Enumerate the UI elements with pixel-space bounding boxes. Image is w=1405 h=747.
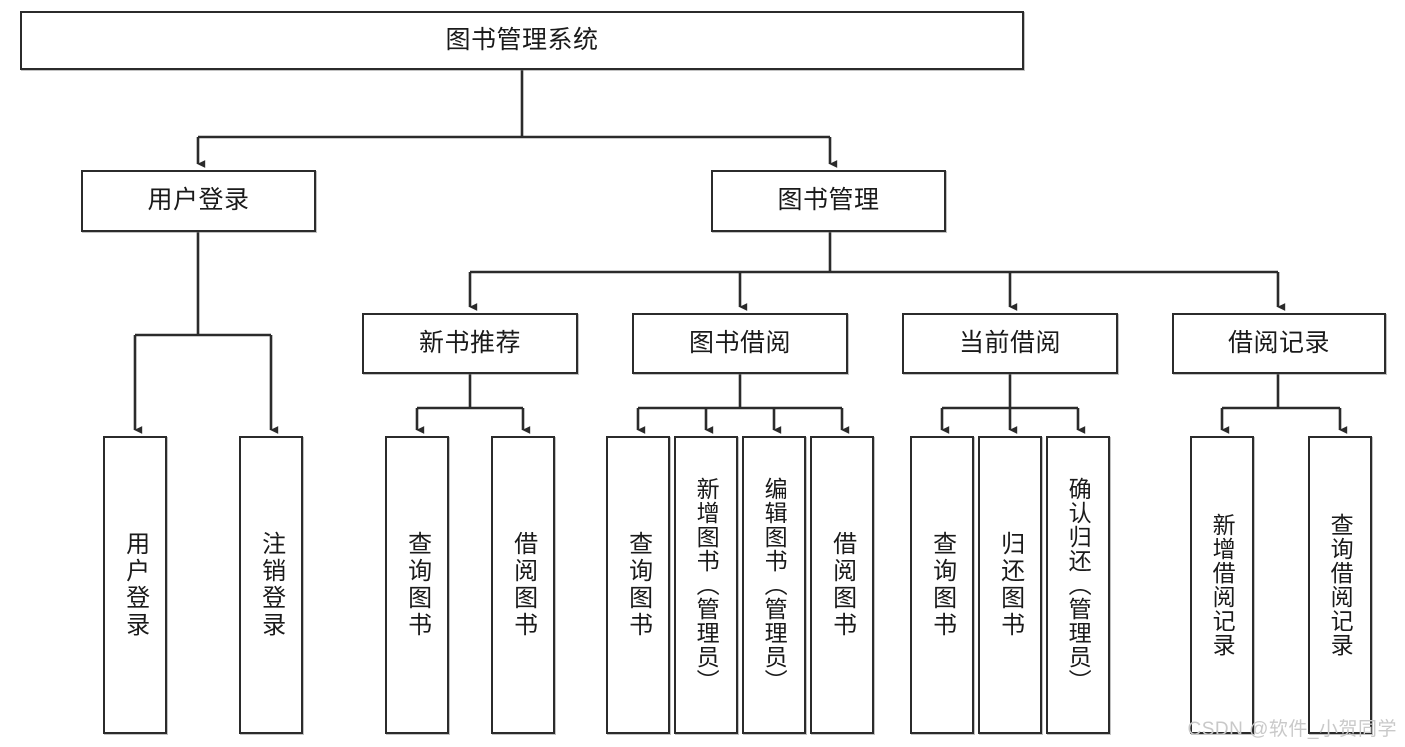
- node-current-borrow[interactable]: 当前借阅: [902, 313, 1118, 374]
- node-book-manage[interactable]: 图书管理: [711, 170, 946, 232]
- leaf-query-record[interactable]: 查询借阅记录: [1308, 436, 1372, 734]
- leaf-return-book[interactable]: 归还图书: [978, 436, 1042, 734]
- node-label: 借阅记录: [1227, 328, 1330, 357]
- node-label: 查询借阅记录: [1327, 513, 1354, 657]
- leaf-user-login[interactable]: 用户登录: [103, 436, 167, 734]
- node-label: 新增借阅记录: [1209, 513, 1236, 657]
- leaf-query-book-1[interactable]: 查询图书: [385, 436, 449, 734]
- node-new-book-recommend[interactable]: 新书推荐: [362, 313, 578, 374]
- node-label: 编辑图书（管理员）: [761, 477, 788, 693]
- node-label: 确认归还（管理员）: [1065, 477, 1092, 693]
- node-label: 查询图书: [624, 531, 652, 639]
- node-label: 新书推荐: [418, 328, 521, 357]
- node-label: 借阅图书: [509, 531, 537, 639]
- node-label: 新增图书（管理员）: [693, 477, 720, 693]
- node-label: 当前借阅: [958, 328, 1061, 357]
- node-label: 用户登录: [147, 186, 250, 215]
- node-label: 查询图书: [928, 531, 956, 639]
- node-borrow-record[interactable]: 借阅记录: [1172, 313, 1386, 374]
- leaf-borrow-book-1[interactable]: 借阅图书: [491, 436, 555, 734]
- leaf-add-record[interactable]: 新增借阅记录: [1190, 436, 1254, 734]
- leaf-query-book-3[interactable]: 查询图书: [910, 436, 974, 734]
- node-book-borrow[interactable]: 图书借阅: [632, 313, 848, 374]
- node-label: 用户登录: [121, 531, 149, 639]
- watermark-csdn: CSDN @软件_小贺同学: [1187, 719, 1397, 740]
- node-user-login[interactable]: 用户登录: [81, 170, 316, 232]
- node-label: 注销登录: [257, 531, 285, 639]
- leaf-query-book-2[interactable]: 查询图书: [606, 436, 670, 734]
- leaf-add-book[interactable]: 新增图书（管理员）: [674, 436, 738, 734]
- node-label: 归还图书: [996, 531, 1024, 639]
- leaf-borrow-book-2[interactable]: 借阅图书: [810, 436, 874, 734]
- leaf-confirm-return[interactable]: 确认归还（管理员）: [1046, 436, 1110, 734]
- node-root-book-management-system[interactable]: 图书管理系统: [20, 11, 1024, 70]
- node-label: 图书管理: [777, 186, 880, 215]
- leaf-edit-book[interactable]: 编辑图书（管理员）: [742, 436, 806, 734]
- leaf-logout-login[interactable]: 注销登录: [239, 436, 303, 734]
- node-label: 借阅图书: [828, 531, 856, 639]
- node-label: 图书管理系统: [445, 25, 599, 54]
- node-label: 查询图书: [403, 531, 431, 639]
- node-label: 图书借阅: [688, 328, 791, 357]
